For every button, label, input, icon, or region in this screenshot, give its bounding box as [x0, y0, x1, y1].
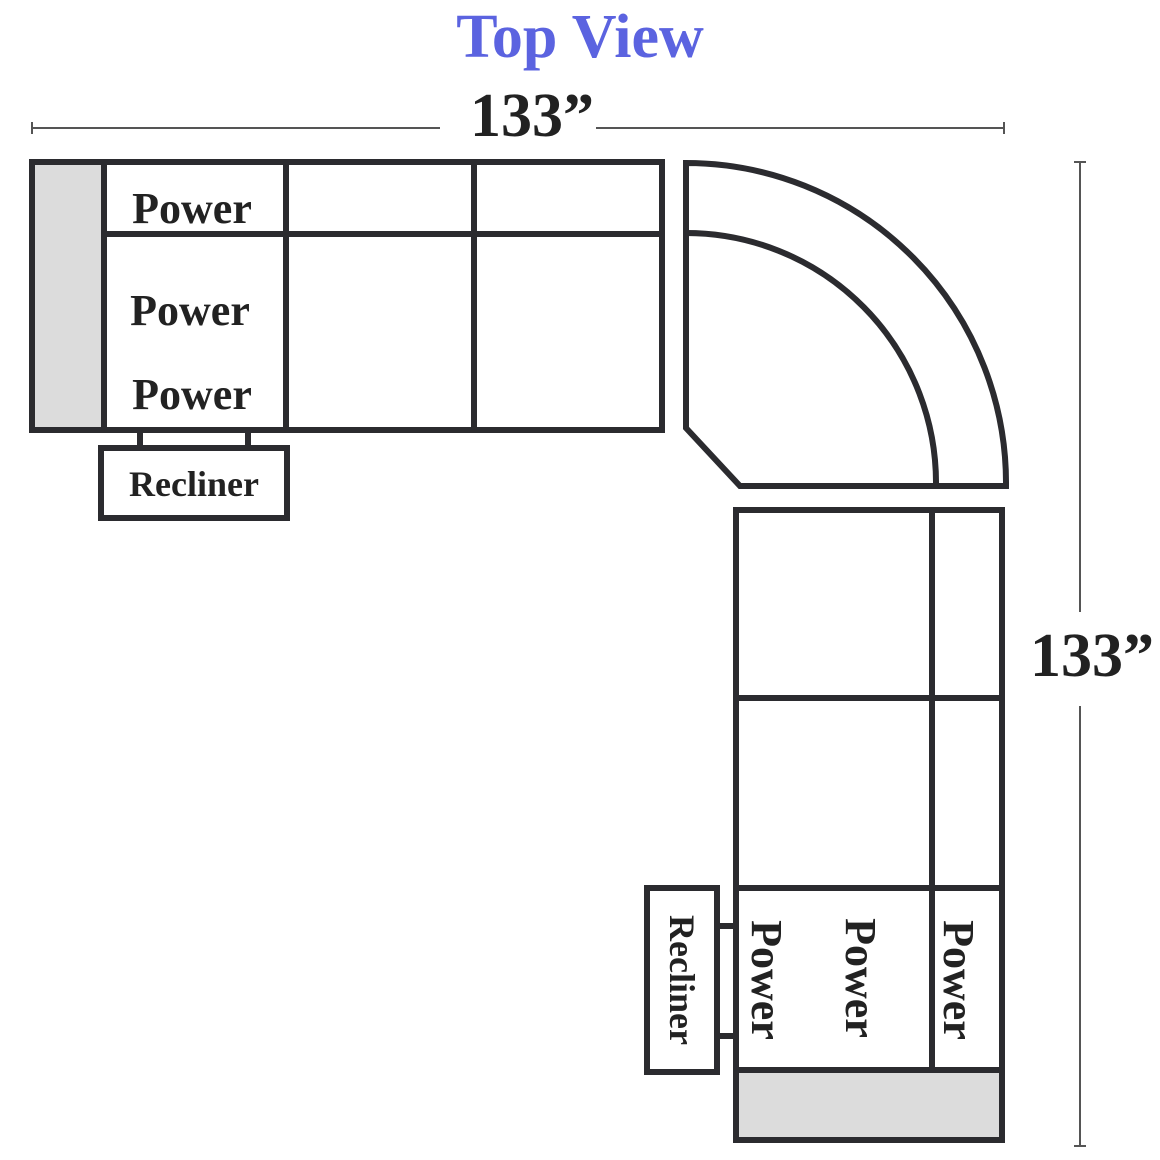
top-seat-block — [101, 159, 665, 433]
diagram-title: Top View — [456, 3, 704, 71]
top-left-arm — [29, 159, 107, 433]
top-recliner-label: Recliner — [129, 464, 259, 504]
corner-wedge — [683, 159, 1010, 489]
right-seat-block — [733, 507, 1005, 1073]
width-dimension-line — [31, 122, 1005, 134]
top-power-label-3: Power — [132, 370, 252, 419]
depth-dimension-label: 133” — [1030, 622, 1154, 690]
top-recliner-box — [98, 445, 290, 521]
right-recliner-label: Recliner — [662, 915, 702, 1045]
width-dimension-label: 133” — [470, 82, 594, 150]
right-power-label-3: Power — [934, 920, 983, 1040]
right-power-label-2: Power — [836, 918, 885, 1038]
right-power-label-1: Power — [742, 920, 791, 1040]
top-section: Power Power Power Recliner — [29, 159, 665, 521]
right-recliner-box — [644, 885, 720, 1075]
top-power-label-2: Power — [130, 286, 250, 335]
depth-dimension-line — [1074, 161, 1086, 1147]
right-bottom-arm — [733, 1067, 1005, 1143]
top-power-label-1: Power — [132, 184, 252, 233]
right-section: Power Power Power Recliner — [644, 507, 1005, 1143]
